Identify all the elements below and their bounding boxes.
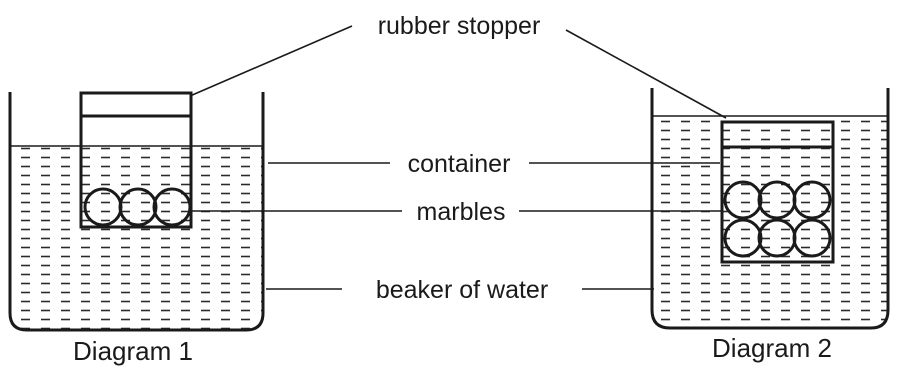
marbles-1 [83,187,192,227]
caption-diagram-2: Diagram 2 [712,333,832,363]
leader-rubber-stopper-1 [189,25,353,97]
label-container: container [408,150,511,178]
diagram-2 [650,88,890,330]
marble [723,180,763,220]
leader-rubber-stopper-2 [565,29,727,119]
diagram-1 [8,91,265,332]
marble [118,187,158,227]
beaker-2 [650,88,890,330]
marble [792,218,832,258]
label-marbles: marbles [417,198,506,226]
marbles-2 [723,180,832,258]
marble [152,187,192,227]
rubber-stopper-2 [720,120,835,149]
marble [792,180,832,220]
marble [723,218,763,258]
beaker-1-water [10,145,263,330]
leader-lines [189,25,727,290]
rubber-stopper-1 [79,91,193,118]
label-beaker-of-water: beaker of water [376,276,548,304]
label-rubber-stopper: rubber stopper [378,12,541,40]
caption-diagram-1: Diagram 1 [73,336,193,366]
beaker-1 [8,92,265,332]
